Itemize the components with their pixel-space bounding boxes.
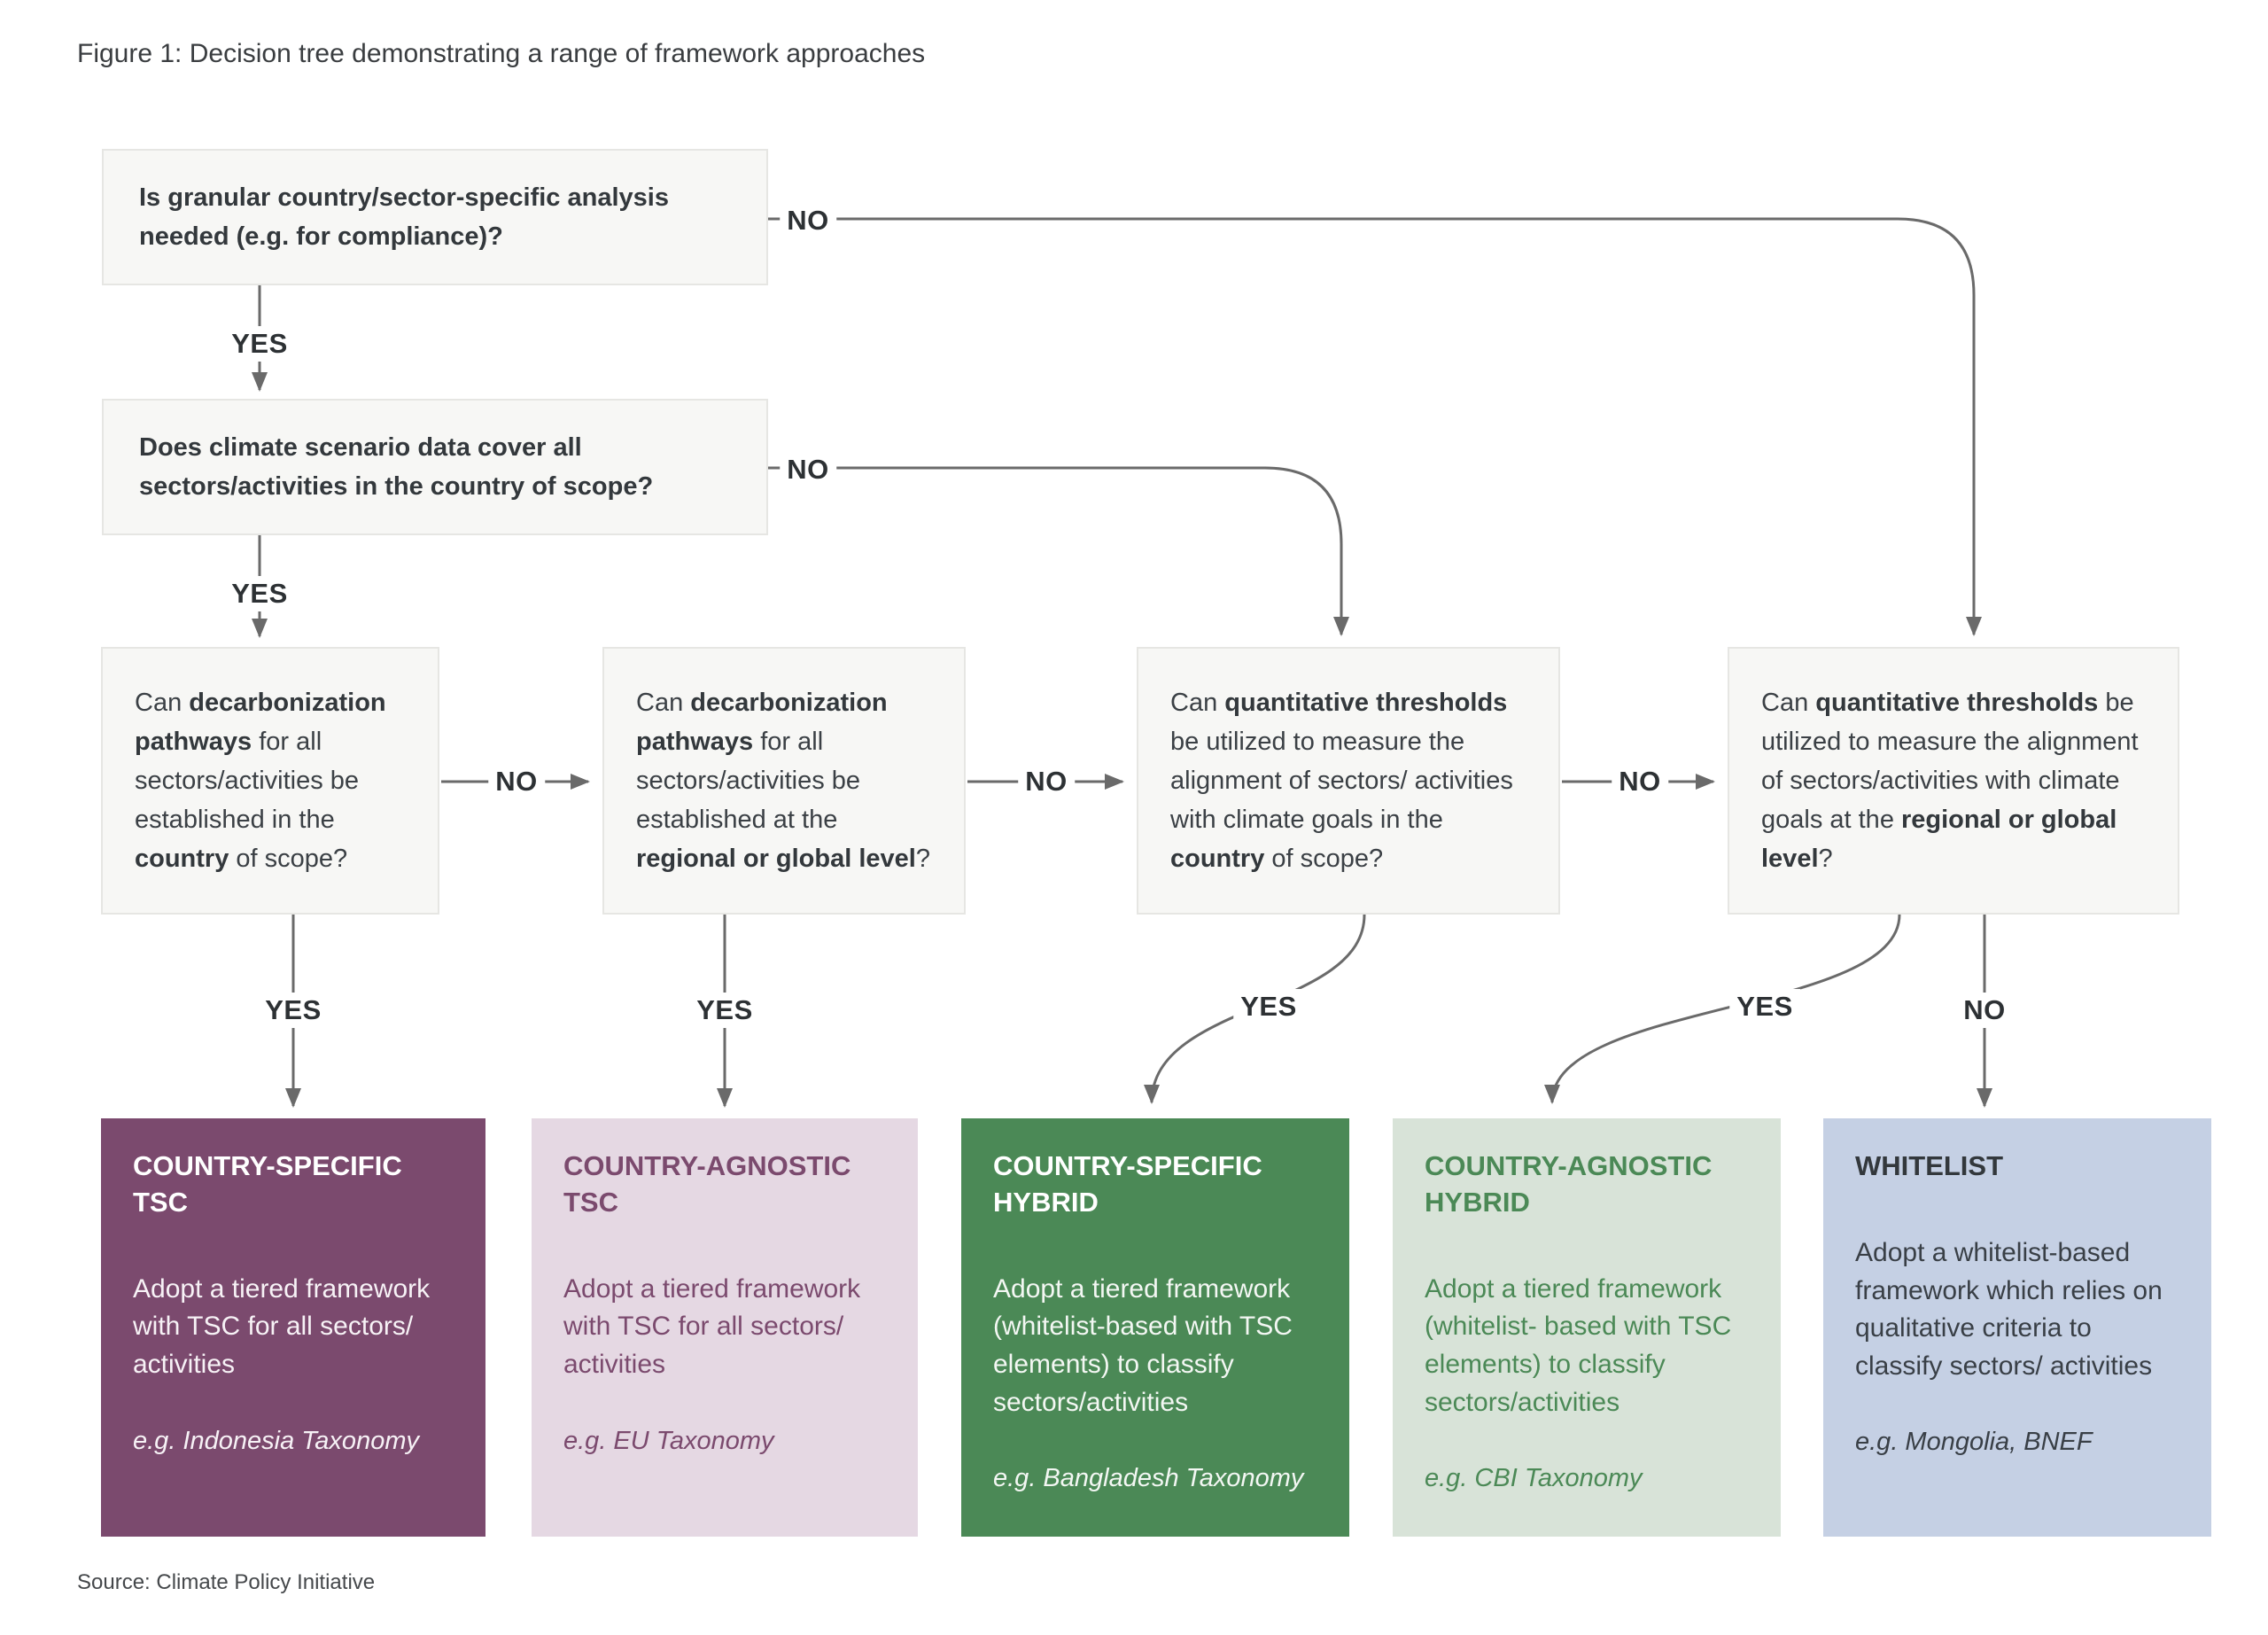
question-text-segment: decarbonization pathways [636, 688, 888, 756]
outcome-country-specific-hybrid: COUNTRY-SPECIFIC HYBRID Adopt a tiered f… [961, 1118, 1349, 1537]
no-label: NO [780, 203, 836, 238]
figure-title: Figure 1: Decision tree demonstrating a … [77, 39, 926, 68]
edge-q2-no [768, 466, 1349, 636]
no-label: NO [488, 764, 545, 799]
outcome-example: e.g. Bangladesh Taxonomy [993, 1464, 1304, 1493]
question-text-segment: regional or global level [636, 845, 916, 874]
outcome-body: Adopt a tiered framework with TSC for al… [133, 1273, 431, 1379]
question-text-segment: ? [915, 845, 930, 874]
question-text-segment: Can [1761, 688, 1816, 717]
question-text-segment: of scope? [229, 845, 348, 874]
yes-label: YES [258, 993, 329, 1028]
question-decarb-pathways-country: Can decarbonization pathways for all sec… [101, 647, 439, 915]
question-text-segment: be utilized to measure the alignment of … [1761, 688, 2139, 835]
question-scenario-data-coverage: Does climate scenario data cover all sec… [102, 399, 768, 535]
question-text-segment: be utilized to measure the alignment of … [1170, 727, 1513, 835]
edge-q1-no [768, 217, 1982, 636]
question-text-segment: ? [1818, 845, 1833, 874]
question-text-segment: quantitative thresholds [1224, 688, 1508, 717]
yes-label: YES [224, 576, 295, 611]
question-granular-analysis: Is granular country/sector-specific anal… [102, 149, 768, 285]
question-text: Can quantitative thresholds be utilized … [1138, 683, 1558, 878]
question-text-segment: country [135, 845, 229, 874]
source-note: Source: Climate Policy Initiative [77, 1570, 376, 1594]
question-decarb-pathways-global: Can decarbonization pathways for all sec… [602, 647, 966, 915]
question-text-segment: regional or global level [1761, 806, 2117, 874]
question-text-segment: country [1170, 845, 1265, 874]
question-quant-thresholds-country: Can quantitative thresholds be utilized … [1137, 647, 1560, 915]
outcome-title: COUNTRY-AGNOSTIC HYBRID [1425, 1150, 1713, 1218]
question-text-segment: quantitative thresholds [1815, 688, 2099, 717]
no-label: NO [1612, 764, 1668, 799]
outcome-example: e.g. CBI Taxonomy [1425, 1464, 1643, 1493]
question-text: Can decarbonization pathways for all sec… [604, 683, 964, 878]
outcome-example: e.g. Indonesia Taxonomy [133, 1426, 419, 1455]
outcome-title: WHITELIST [1855, 1150, 2004, 1181]
outcome-body: Adopt a whitelist-based framework which … [1855, 1237, 2163, 1381]
question-quant-thresholds-global: Can quantitative thresholds be utilized … [1728, 647, 2179, 915]
yes-label: YES [1233, 989, 1304, 1024]
outcome-country-agnostic-tsc: COUNTRY-AGNOSTIC TSC Adopt a tiered fram… [532, 1118, 918, 1537]
outcome-title: COUNTRY-SPECIFIC TSC [133, 1150, 402, 1218]
question-text-segment: decarbonization pathways [135, 688, 386, 756]
question-text-segment: for all sectors/activities be establishe… [636, 727, 861, 835]
outcome-example: e.g. Mongolia, BNEF [1855, 1428, 2093, 1457]
outcome-title: COUNTRY-SPECIFIC HYBRID [993, 1150, 1262, 1218]
no-label: NO [1018, 764, 1075, 799]
question-text: Does climate scenario data cover all sec… [139, 432, 654, 501]
outcome-body: Adopt a tiered framework with TSC for al… [563, 1273, 861, 1379]
outcome-body: Adopt a tiered framework (whitelist- bas… [1425, 1273, 1732, 1417]
no-label: NO [780, 452, 836, 487]
yes-label: YES [689, 993, 760, 1028]
outcome-example: e.g. EU Taxonomy [563, 1426, 774, 1455]
outcome-body: Adopt a tiered framework (whitelist-base… [993, 1273, 1293, 1417]
yes-label: YES [1729, 989, 1800, 1024]
question-text-segment: Can [135, 688, 190, 717]
question-text: Can decarbonization pathways for all sec… [103, 683, 438, 878]
edge-q6-yes [1544, 914, 1901, 1104]
question-text-segment: of scope? [1264, 845, 1384, 874]
outcome-country-agnostic-hybrid: COUNTRY-AGNOSTIC HYBRID Adopt a tiered f… [1393, 1118, 1781, 1537]
question-text: Can quantitative thresholds be utilized … [1729, 683, 2178, 878]
outcome-country-specific-tsc: COUNTRY-SPECIFIC TSC Adopt a tiered fram… [101, 1118, 485, 1537]
question-text-segment: Can [636, 688, 691, 717]
outcome-whitelist: WHITELIST Adopt a whitelist-based framew… [1823, 1118, 2211, 1537]
no-label: NO [1956, 993, 2013, 1028]
question-text-segment: Can [1170, 688, 1225, 717]
question-text-segment: for all sectors/activities be establishe… [135, 727, 360, 835]
question-text: Is granular country/sector-specific anal… [139, 183, 669, 251]
outcome-title: COUNTRY-AGNOSTIC TSC [563, 1150, 851, 1218]
yes-label: YES [224, 326, 295, 362]
